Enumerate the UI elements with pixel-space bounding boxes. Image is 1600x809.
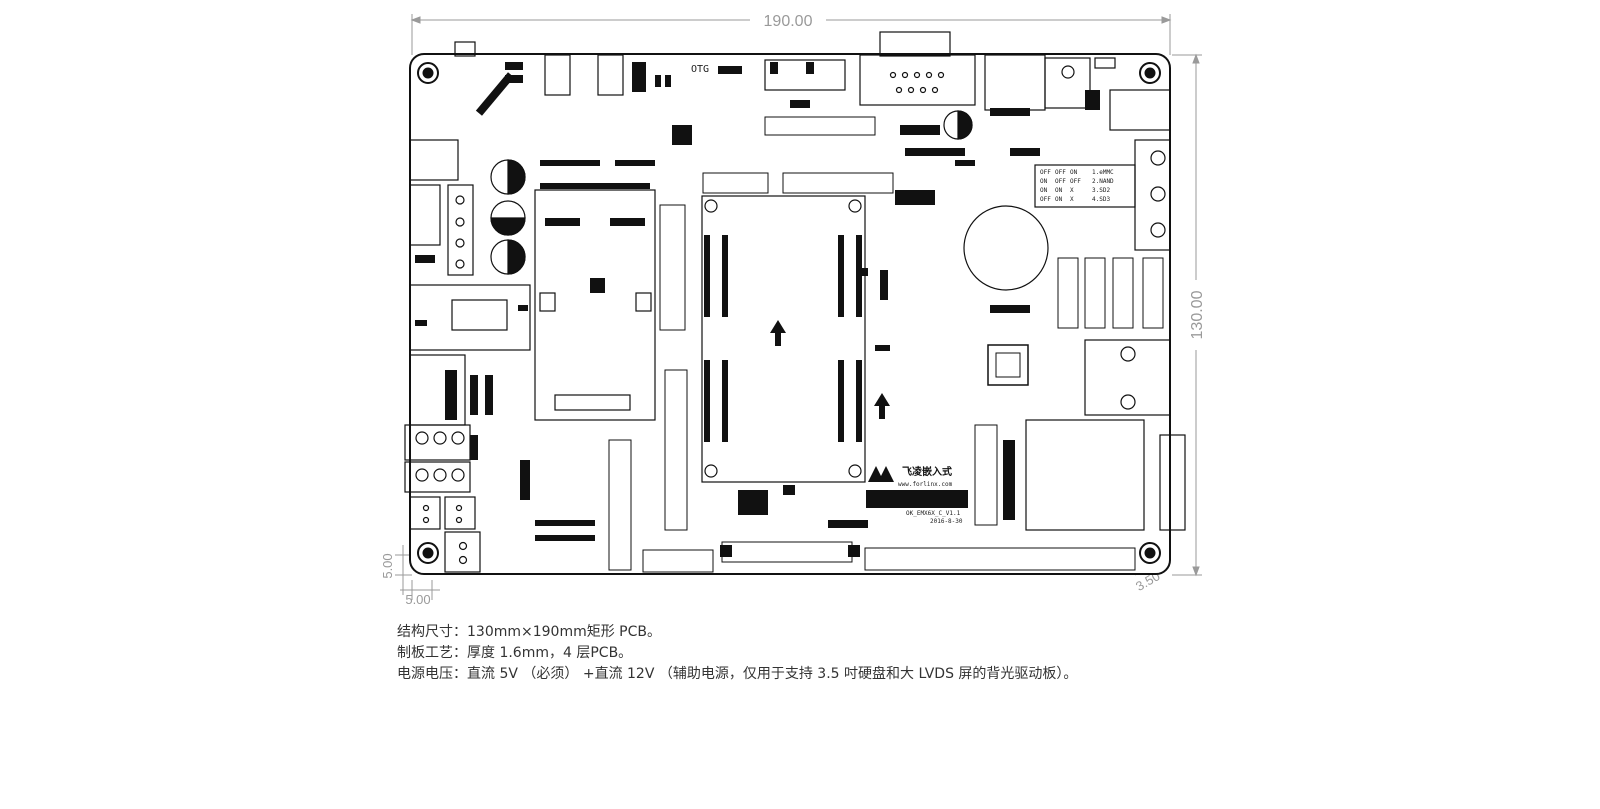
spec-structure: 结构尺寸：130mm×190mm矩形 PCB。 — [397, 624, 661, 640]
otg-label: OTG — [691, 64, 709, 75]
board-date: 2016-8-30 — [930, 518, 963, 525]
dip-table-cell: ON — [1040, 187, 1048, 194]
top-connectors — [454, 31, 1116, 111]
margin-y-label: 5.00 — [380, 553, 395, 578]
dip-table-cell: 4.SD3 — [1092, 196, 1110, 203]
width-dimension-label: 190.00 — [764, 13, 813, 30]
left-connectors — [404, 139, 531, 573]
dip-table-cell: OFF — [1055, 169, 1066, 176]
dip-table-cell: OFF — [1055, 178, 1066, 185]
brand-website: www.forlinx.com — [898, 481, 953, 488]
dip-table-cell: ON — [1070, 169, 1078, 176]
smd-components — [415, 62, 1100, 557]
dip-table-cell: ON — [1055, 196, 1063, 203]
dip-table-cell: OFF — [1070, 178, 1081, 185]
left-module-chips — [445, 183, 650, 420]
pcb-drawing: 190.00 130.00 5.00 5.00 3.50 OTG — [380, 13, 1206, 607]
spec-process: 制板工艺：厚度 1.6mm，4 层PCB。 — [397, 645, 633, 661]
mounting-holes — [417, 62, 1161, 564]
dip-table-cell: X — [1070, 196, 1074, 203]
margin-x-label: 5.00 — [405, 592, 430, 607]
spec-power: 电源电压：直流 5V （必须） +直流 12V （辅助电源，仅用于支持 3.5 … — [397, 666, 1078, 682]
dip-table-cell: OFF — [1040, 169, 1051, 176]
dip-table-cell: ON — [1040, 178, 1048, 185]
capacitors — [490, 110, 973, 275]
dip-table-cell: 3.SD2 — [1092, 187, 1110, 194]
dip-table-cell: 2.NAND — [1092, 178, 1114, 185]
dip-table-cell: OFF — [1040, 196, 1051, 203]
orientation-arrows — [770, 320, 890, 419]
right-side-elements — [963, 89, 1186, 531]
height-dimension-label: 130.00 — [1189, 290, 1206, 339]
left-module — [534, 189, 656, 421]
brand-name: 飞凌嵌入式 — [902, 465, 952, 478]
qfp-chip — [987, 344, 1029, 386]
dip-table-cell: X — [1070, 187, 1074, 194]
board-to-board-connectors — [704, 235, 862, 442]
board-name: OK_EMX6X_C_V1.1 — [906, 510, 961, 517]
brand-logo: 飞凌嵌入式 www.forlinx.com OK_EMX6X_C_V1.1 20… — [866, 465, 968, 525]
core-board-frame — [701, 195, 866, 483]
dip-table-cell: ON — [1055, 187, 1063, 194]
dip-table-cell: 1.eMMC — [1092, 169, 1114, 176]
specs-block: 结构尺寸：130mm×190mm矩形 PCB。 制板工艺：厚度 1.6mm，4 … — [397, 622, 1077, 685]
